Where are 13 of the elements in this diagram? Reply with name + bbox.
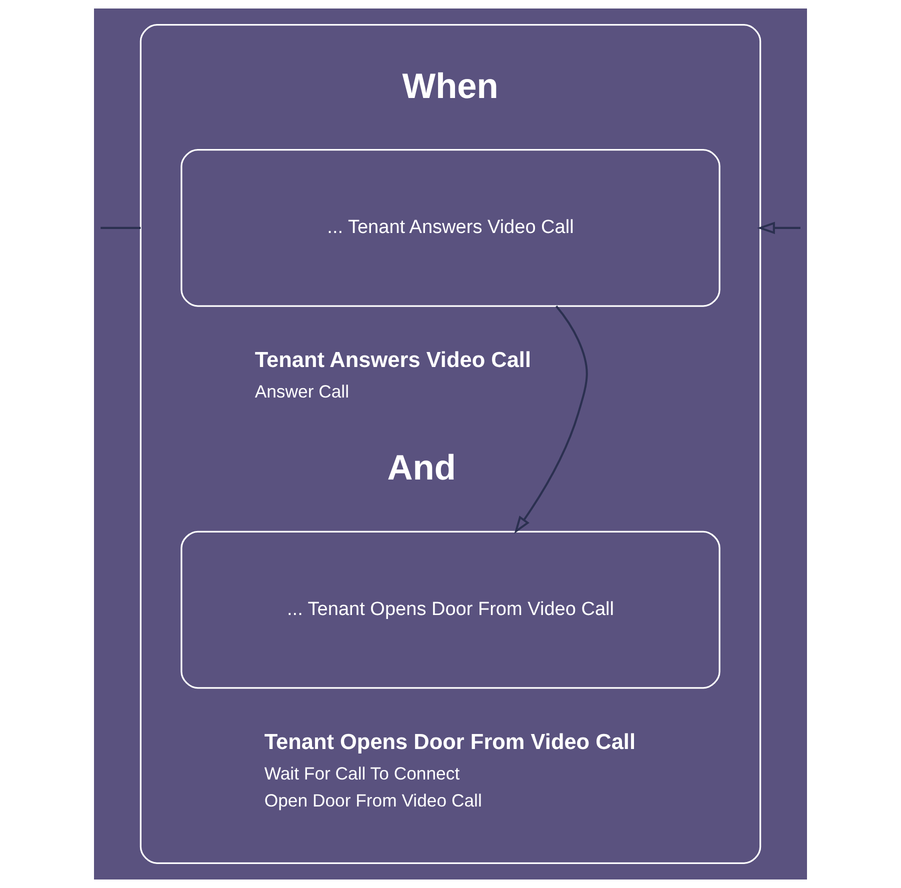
arrow	[757, 222, 800, 234]
node-box: ... Tenant Opens Door From Video Call	[180, 530, 720, 689]
arrow	[514, 306, 588, 534]
label: When	[402, 66, 498, 106]
connector	[100, 226, 141, 229]
cluster	[140, 24, 762, 864]
node-label: Tenant Answers Video Call	[254, 346, 532, 372]
node-box: ... Tenant Answers Video Call	[180, 149, 720, 307]
node-label: Open Door From Video Call	[264, 790, 482, 811]
node-label: Wait For Call To Connect	[264, 763, 460, 784]
node-label: Answer Call	[254, 382, 350, 402]
node-label: Tenant Opens Door From Video Call	[264, 728, 636, 754]
label: And	[387, 448, 456, 488]
